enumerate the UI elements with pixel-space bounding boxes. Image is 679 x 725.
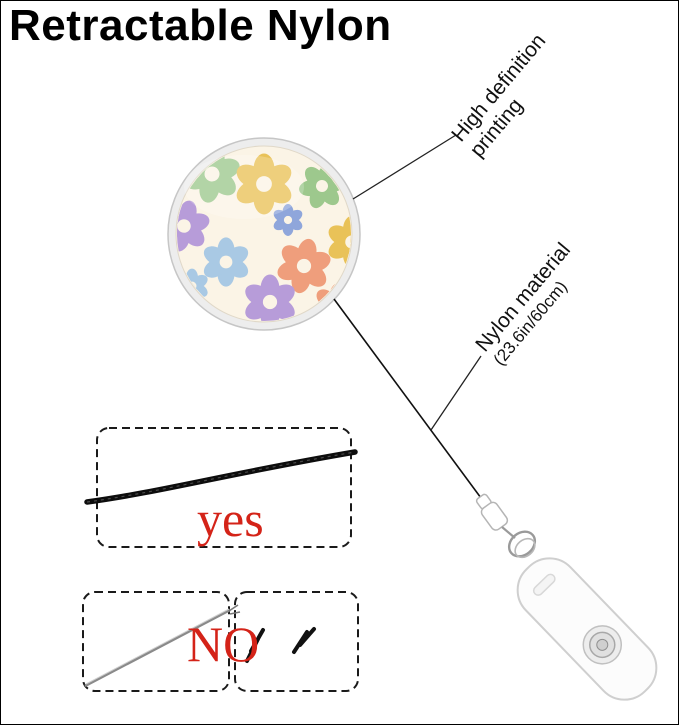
- clip-strap-vinyl: [516, 557, 658, 701]
- broken-cord-scribble-left: [245, 628, 265, 663]
- clip-strap-slot: [532, 573, 556, 596]
- yes-example-box: [96, 427, 352, 548]
- no-example-box-right: [234, 591, 359, 692]
- clip-wire-loop: [507, 530, 537, 558]
- yes-label: yes: [197, 491, 264, 547]
- clip-snap-button-center: [596, 638, 609, 651]
- leader-line-printing: [352, 134, 457, 200]
- broken-cord-scribble-right: [292, 627, 316, 654]
- page-title: Retractable Nylon: [9, 1, 392, 50]
- badge-gloss-highlight: [184, 155, 304, 219]
- metal-wire-highlight: [85, 608, 230, 685]
- clip-strap: [516, 557, 658, 701]
- yes-cord-braid-texture: [86, 451, 356, 503]
- annotation-high-definition: High definition printing: [447, 29, 550, 161]
- badge-reel: [167, 137, 361, 331]
- no-example: NO: [82, 591, 359, 692]
- metal-wire: [84, 608, 231, 688]
- badge-clip: [475, 493, 658, 701]
- clip-connector-body: [480, 501, 509, 531]
- leader-line-material: [430, 355, 482, 431]
- no-label: NO: [187, 616, 259, 672]
- clip-connector: [475, 493, 509, 531]
- clip-wire-loop-inner: [514, 537, 536, 559]
- annotation-nylon-material: Nylon material (23.6in/60cm): [471, 239, 575, 369]
- yes-nylon-cord: [84, 449, 358, 505]
- wire-frayed-tip: [228, 604, 241, 615]
- yes-example: yes: [84, 427, 358, 548]
- nylon-cord-line: [333, 298, 482, 499]
